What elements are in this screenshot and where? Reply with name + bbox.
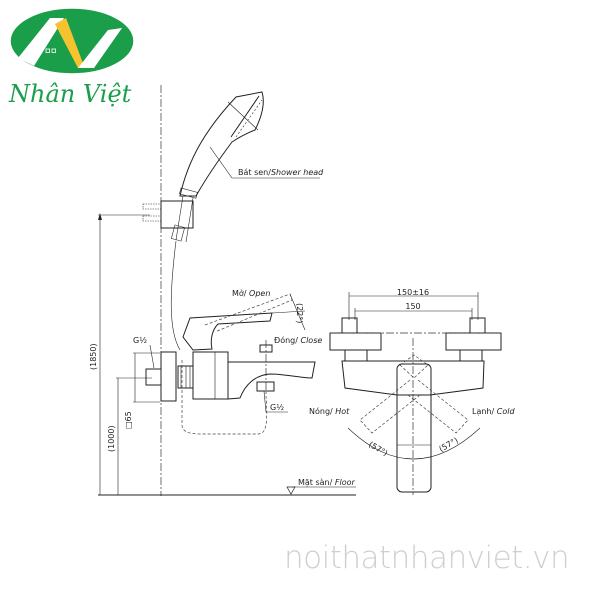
- shower-head: [170, 91, 264, 351]
- logo-window: [45, 48, 50, 53]
- logo-window: [51, 48, 56, 53]
- watermark: noithatnhanviet.vn: [284, 540, 569, 576]
- dim-1850-label: (1850): [89, 343, 98, 370]
- inlet-connector: [145, 368, 162, 386]
- outlet-connector: [256, 381, 275, 392]
- hot-angle-label: (57°): [367, 440, 389, 458]
- shower-head-label: Bát sen/Shower head: [238, 168, 324, 177]
- hot-label: Nóng/ Hot: [309, 406, 350, 416]
- body: [192, 351, 229, 400]
- dim-1000-label: (1000): [107, 425, 116, 452]
- dim-center-label: 150: [405, 302, 420, 311]
- faucet-front-view: [329, 292, 502, 495]
- floor-marker-icon: [286, 486, 296, 495]
- logo-stripe-right: [78, 28, 122, 68]
- lever-angle-label: (22°): [295, 303, 304, 323]
- cold-angle-label: (57°): [438, 436, 460, 454]
- shower-leader: [209, 146, 233, 179]
- dim-65-label: □65: [124, 411, 133, 429]
- dim-center-range-label: 150±16: [397, 288, 429, 297]
- arrow-icon: [98, 213, 102, 220]
- hidden-pipe: [181, 360, 268, 435]
- cold-label: Lạnh/ Cold: [472, 407, 515, 417]
- handle-open: [204, 293, 293, 333]
- logo-stripe-left: [18, 18, 64, 66]
- faucet-side-view: [145, 293, 316, 435]
- floor-label: Mặt sàn/ Floor: [298, 478, 355, 488]
- g-outlet-leader: [263, 390, 288, 413]
- wall-bracket: [142, 200, 194, 229]
- open-label: Mở/ Open: [232, 288, 270, 298]
- close-label: Đóng/ Close: [274, 335, 322, 345]
- logo-stripe-yellow: [55, 18, 84, 68]
- wall-flange: [160, 351, 177, 402]
- nut: [177, 365, 194, 389]
- logo: Nhân Việt: [8, 7, 135, 108]
- g-half-outlet-label: G½: [270, 403, 284, 412]
- g-half-inlet-label: G½: [133, 336, 147, 345]
- g-inlet-leader: [149, 344, 155, 369]
- logo-brand-text: Nhân Việt: [8, 80, 132, 108]
- spout: [227, 361, 316, 400]
- handle-closed: [182, 312, 273, 351]
